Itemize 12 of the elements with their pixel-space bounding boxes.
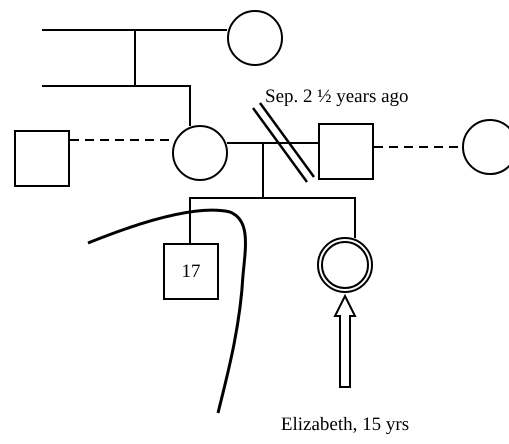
dashed-relationship-line [70, 139, 172, 141]
male-square [14, 130, 70, 187]
age-label: 17 [182, 260, 200, 282]
female-circle [462, 119, 509, 175]
person-label: Elizabeth, 15 yrs [255, 411, 435, 439]
relationship-line [227, 142, 356, 238]
edge-label: Sep. 2 ½ years ago [265, 86, 409, 108]
male-square [318, 123, 374, 180]
relationship-line [42, 85, 191, 126]
male-square [163, 243, 219, 300]
index-arrow [333, 294, 357, 388]
relationship-line [228, 142, 318, 144]
